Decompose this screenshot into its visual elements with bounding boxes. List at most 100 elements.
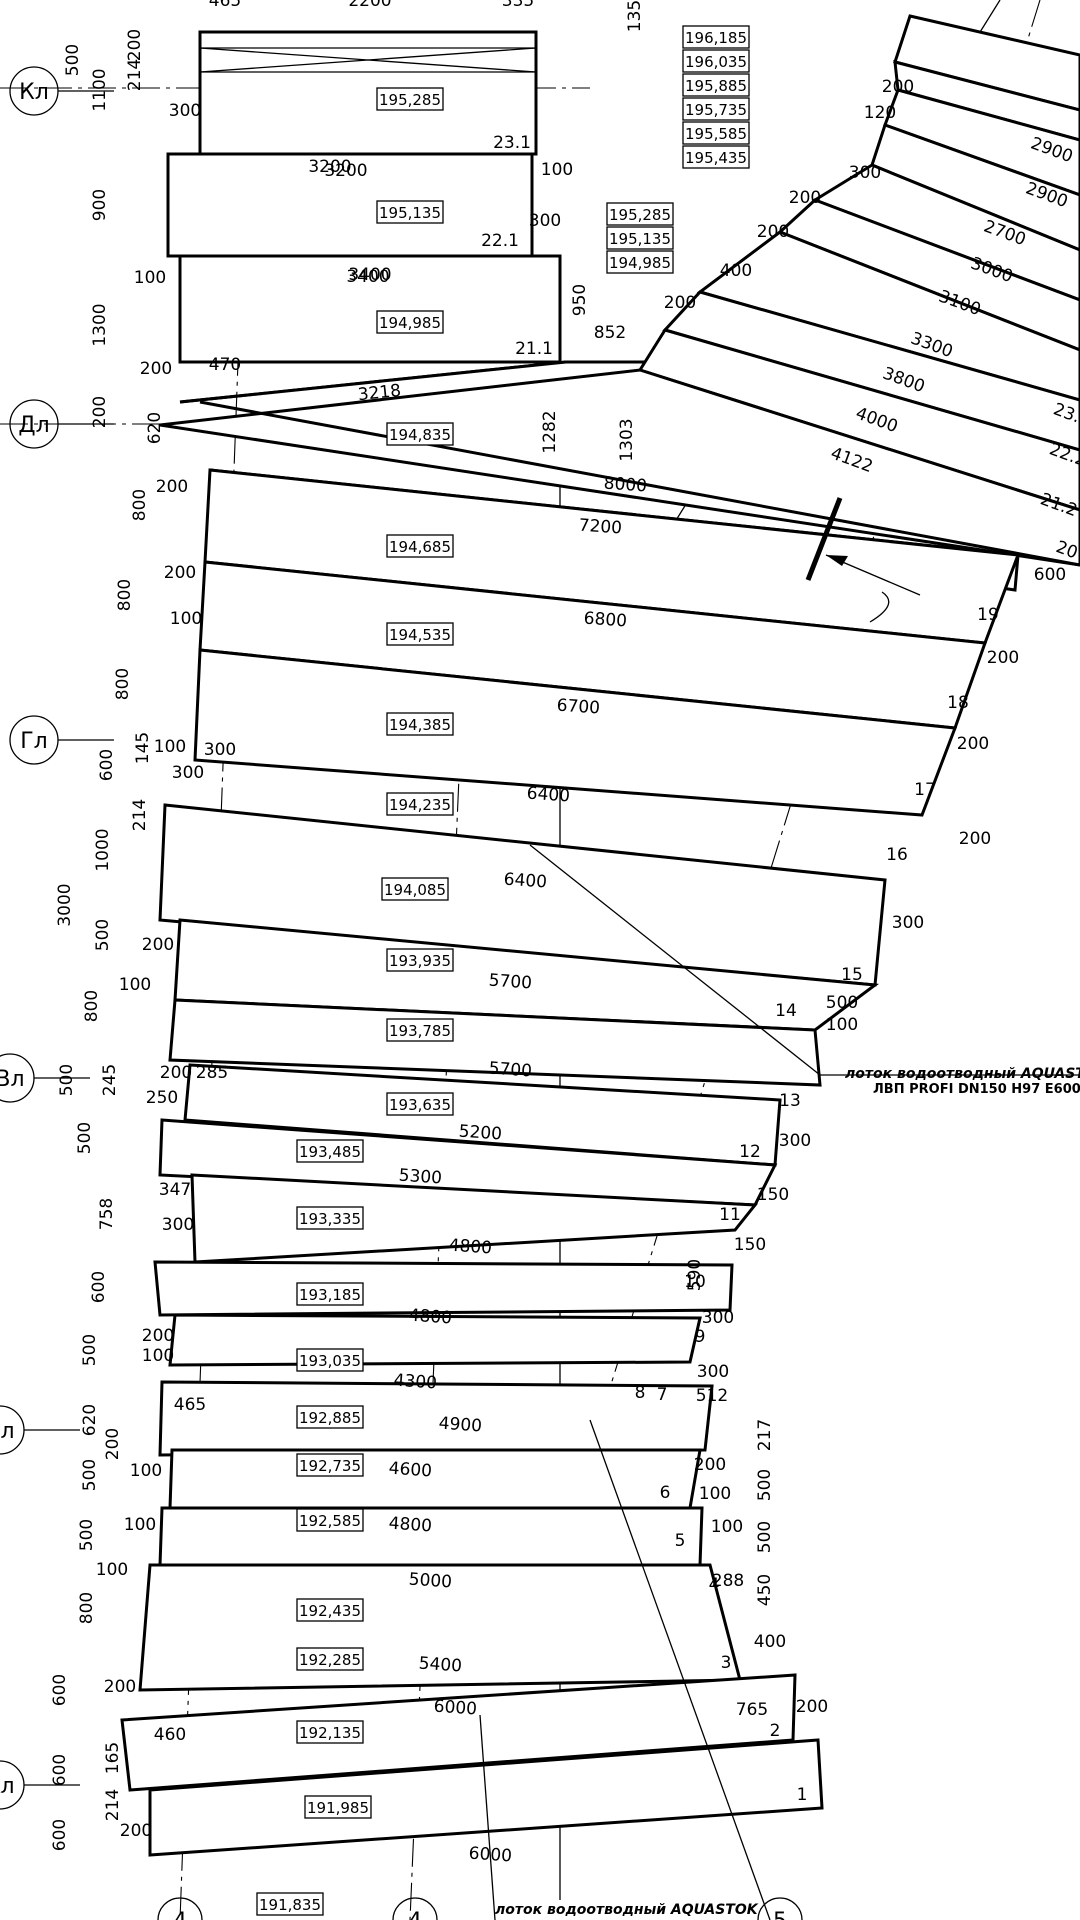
stack-b-1-box (606, 226, 674, 250)
left-dim-8: 3000 (55, 883, 75, 926)
left-small-19: 200 (104, 1677, 136, 1697)
stack-a-0: 196,185 (685, 29, 747, 47)
step-number-5: 5 (675, 1531, 686, 1551)
note-top: лоток водоотводный AQUASTOK (845, 1066, 1080, 1082)
upper-right-side-6: 200 (664, 293, 696, 313)
upper-left-side-13: 1282 (540, 410, 560, 453)
step-number-4: 4 (709, 1575, 720, 1595)
step-number-11: 11 (719, 1205, 741, 1225)
column-axis-2: 5 (773, 1909, 787, 1920)
upper-left-label-1: 22.1 (481, 231, 519, 251)
step-level-17: 192,735 (299, 1457, 361, 1475)
step-level-5: 194,535 (389, 626, 451, 644)
step-number-19: 19 (977, 605, 999, 625)
column-axis-2-bubble (757, 1897, 803, 1920)
left-dim-10: 800 (82, 990, 102, 1022)
step-level-12: 193,485 (299, 1143, 361, 1161)
upper-right-side-3: 200 (789, 188, 821, 208)
left-small-18: 100 (96, 1560, 128, 1580)
left-small-9: 285 (196, 1063, 228, 1083)
column-axis-0: 4 (173, 1909, 187, 1920)
upper-right-side-5: 400 (720, 261, 752, 281)
step-level-14-box (296, 1282, 364, 1306)
upper-left-side-5: 1300 (90, 303, 110, 346)
top-dim-3: 135 (625, 0, 645, 32)
stack-a-0-box (682, 25, 750, 49)
upper-left-side-12: 950 (570, 284, 590, 316)
step-width-21: 6000 (433, 1697, 478, 1720)
left-dim-16: 500 (80, 1334, 100, 1366)
left-dim-4: 600 (97, 749, 117, 781)
step-level-11-box (386, 1092, 454, 1116)
step-number-8: 8 (635, 1383, 646, 1403)
left-small-10: 250 (146, 1088, 178, 1108)
step-number-6: 6 (660, 1483, 671, 1503)
stack-a-3: 195,735 (685, 101, 747, 119)
left-dim-21: 800 (77, 1592, 97, 1624)
top-dim-0: 465 (209, 0, 241, 11)
step-number-3: 3 (721, 1653, 732, 1673)
step-number-18: 18 (947, 693, 969, 713)
step-number-7: 7 (657, 1385, 668, 1405)
step-level-18-box (296, 1508, 364, 1532)
stack-a-1-box (682, 49, 750, 73)
left-dim-25: 214 (103, 1789, 123, 1821)
main-flight (120, 400, 1080, 1857)
left-dim-6: 214 (130, 799, 150, 831)
step-level-15-box (296, 1348, 364, 1372)
step-width-4: 7200 (578, 516, 623, 539)
axis-1: Дл (18, 413, 49, 438)
step-level-5-box (386, 622, 454, 646)
step-level-23-box (256, 1892, 324, 1916)
left-dim-11: 500 (57, 1064, 77, 1096)
step-width-9: 5700 (488, 971, 533, 994)
right-dim-20: 217 (755, 1419, 775, 1451)
right-dim-4: 500 (826, 993, 858, 1013)
right-dim-16: 288 (712, 1571, 744, 1591)
step-number-12: 12 (739, 1142, 761, 1162)
left-small-6: 200 (142, 935, 174, 955)
axis-5: Ал (0, 1774, 15, 1799)
right-dim-11: 300 (697, 1362, 729, 1382)
upper-left-side-4: 900 (90, 189, 110, 221)
upper-left-label-0: 23.1 (493, 133, 531, 153)
right-dim-6: 300 (779, 1131, 811, 1151)
step-level-19: 192,435 (299, 1602, 361, 1620)
step-level-1: 195,135 (379, 204, 441, 222)
left-dim-22: 600 (50, 1674, 70, 1706)
note-second: ЛВП PROFI DN150 H97 E600 (873, 1082, 1080, 1097)
right-dim-15: 100 (711, 1517, 743, 1537)
step-level-0: 195,285 (379, 91, 441, 109)
step-level-13: 193,335 (299, 1210, 361, 1228)
step-level-2-box (376, 310, 444, 334)
right-dim-9: 590 (685, 1259, 705, 1291)
upper-left-side-7: 300 (169, 101, 201, 121)
top-dim-1: 2200 (348, 0, 391, 11)
left-dim-18: 200 (103, 1428, 123, 1460)
stack-a-4: 195,585 (685, 125, 747, 143)
step-number-10: 10 (684, 1272, 706, 1292)
step-level-18: 192,585 (299, 1512, 361, 1530)
step-level-16-box (296, 1405, 364, 1429)
upper-left-side-11: 200 (140, 359, 172, 379)
left-dim-23: 165 (103, 1742, 123, 1774)
upper-left-width-0: 3200 (324, 161, 367, 181)
stack-a-2-box (682, 73, 750, 97)
step-number-17: 17 (914, 780, 936, 800)
step-width-14: 4800 (408, 1306, 453, 1329)
step-level-4-box (386, 534, 454, 558)
upper-left-label-2: 21.1 (515, 339, 553, 359)
left-dim-1: 800 (130, 489, 150, 521)
step-width-22: 6000 (468, 1844, 513, 1867)
step-width-19: 5000 (408, 1570, 453, 1593)
right-dim-18: 765 (736, 1700, 768, 1720)
step-level-22-box (304, 1795, 372, 1819)
left-dim-15: 600 (89, 1271, 109, 1303)
step-width-8: 6400 (503, 870, 548, 893)
left-small-3: 100 (154, 737, 186, 757)
step-level-11: 193,635 (389, 1096, 451, 1114)
step-width-15: 4300 (393, 1371, 438, 1394)
drain-leaders (479, 844, 1080, 1920)
left-dim-26: 600 (50, 1819, 70, 1851)
